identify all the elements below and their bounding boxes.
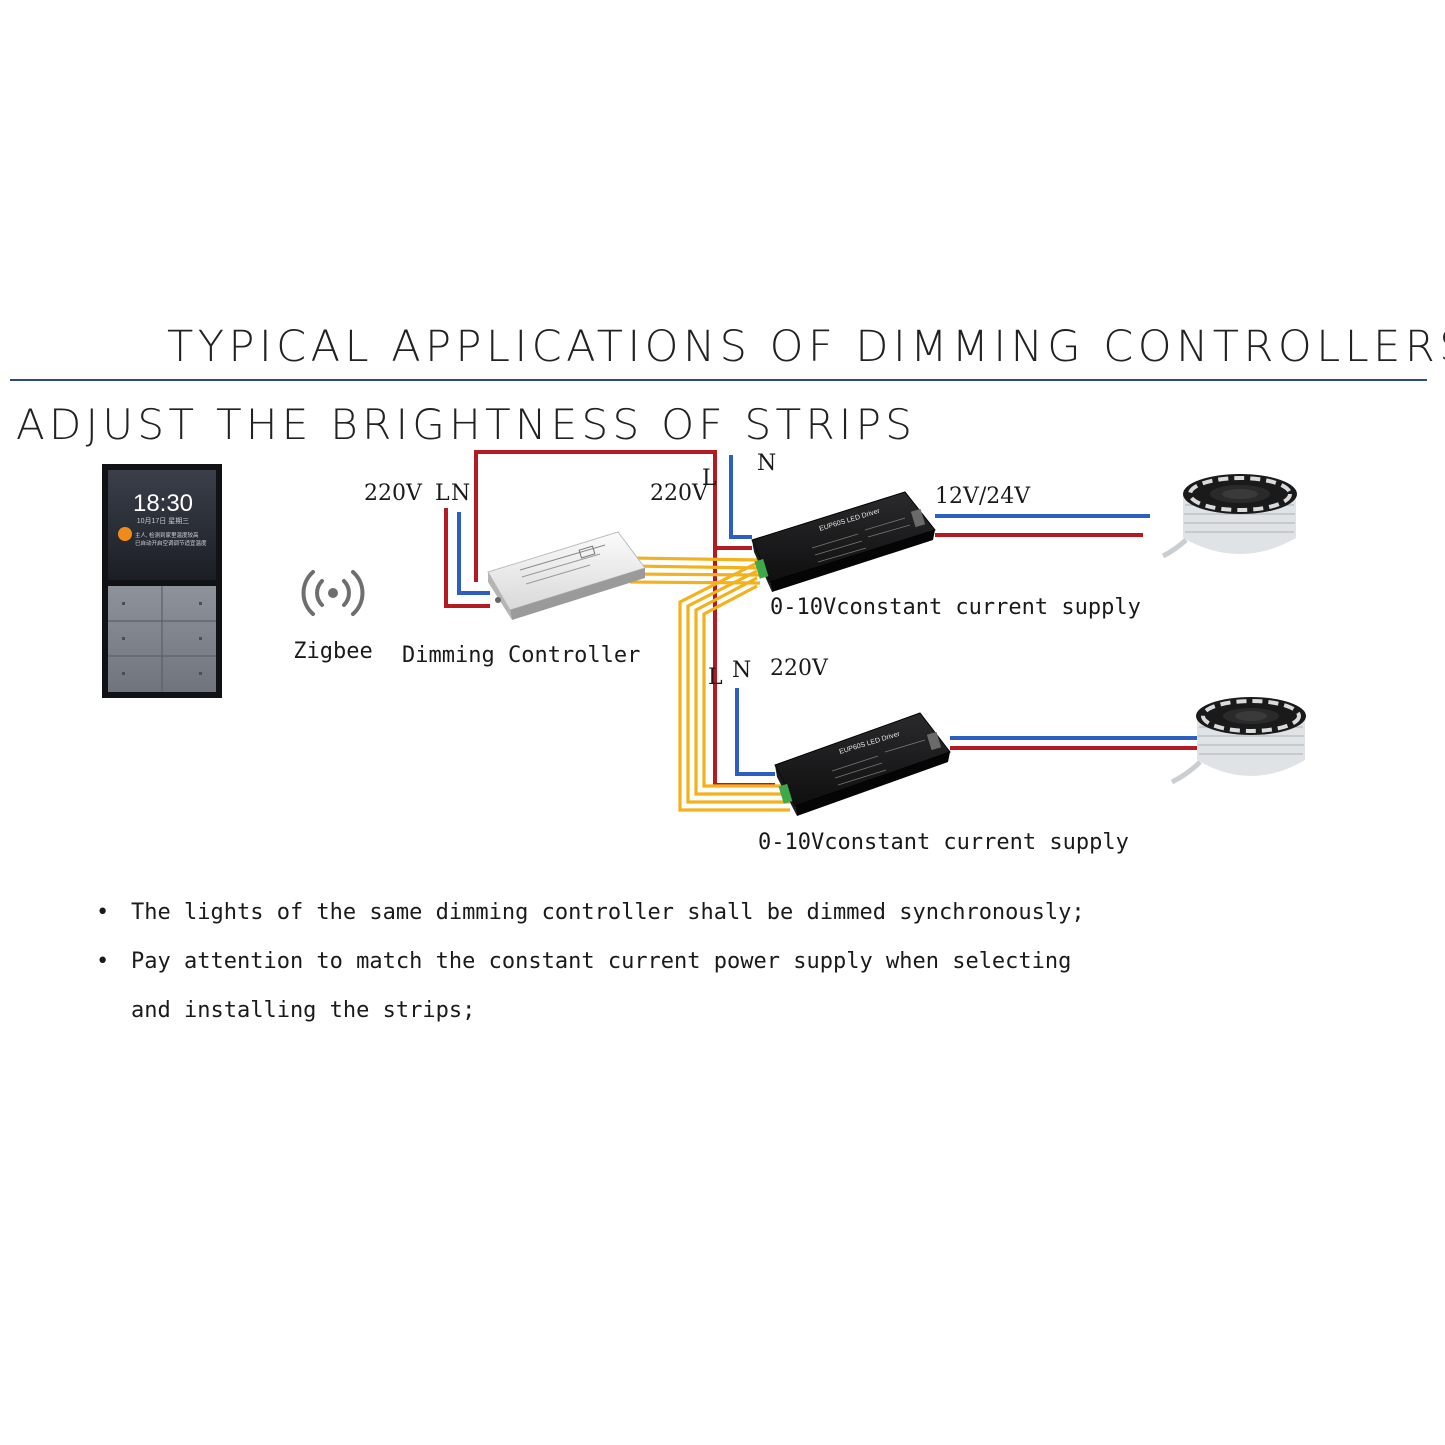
led-driver-2: EUP60S LED Driver: [774, 712, 951, 816]
note-line: and installing the strips;: [131, 998, 476, 1023]
mains-voltage-label: 220V: [650, 481, 709, 506]
signal-wire-4: [629, 580, 761, 585]
panel-time: 18:30: [133, 490, 193, 517]
panel-notice-2: 已自动开启空调调节适宜温度: [135, 539, 207, 547]
page-title: TYPICAL APPLICATIONS OF DIMMING CONTROLL…: [167, 322, 1445, 372]
bullet-icon: •: [96, 900, 110, 925]
led-strip-reel-2: [1170, 697, 1306, 785]
dimming-controller-label: Dimming Controller: [402, 643, 640, 668]
title-divider: [10, 379, 1427, 381]
signal-wire-7: [694, 576, 790, 796]
output-voltage-label: 12V/24V: [935, 484, 1031, 509]
signal-wire-8: [702, 584, 790, 788]
smart-panel: 18:30 10月17日 星期三 主人, 检测到家里温度较高 已自动开启空调调节…: [102, 464, 222, 698]
panel-screen: [108, 470, 216, 580]
led-driver-1: EUP60S LED Driver: [751, 491, 936, 592]
bullet-icon: •: [96, 949, 110, 974]
signal-wire-1: [629, 556, 761, 562]
panel-date: 10月17日 星期三: [137, 517, 190, 525]
driver2-live-label: L: [708, 665, 723, 690]
driver2-neutral-label: N: [732, 658, 751, 683]
led-strip-reel-1: [1161, 474, 1297, 559]
notes-list: • The lights of the same dimming control…: [96, 888, 1296, 1035]
notice-icon: [118, 527, 132, 541]
driver2-neutral-wire: [735, 688, 775, 776]
signal-wire-2: [629, 564, 761, 570]
signal-wire-6: [686, 569, 790, 804]
wiring: [444, 450, 1198, 787]
note-line: The lights of the same dimming controlle…: [131, 900, 1085, 925]
mains-neutral-label: N: [757, 451, 776, 476]
driver2-voltage-label: 220V: [770, 656, 829, 681]
controller-live-wire: [444, 508, 490, 608]
note-line: Pay attention to match the constant curr…: [131, 949, 1072, 974]
zigbee-label: Zigbee: [293, 639, 372, 664]
signal-wiring: [629, 556, 790, 812]
panel-notice-1: 主人, 检测到家里温度较高: [135, 531, 199, 539]
driver2-label: 0-10Vconstant current supply: [758, 830, 1129, 855]
controller-neutral-label: N: [451, 481, 470, 506]
driver1-live-wire: [474, 450, 752, 582]
mains-live-label: L: [702, 466, 717, 491]
wireless-signal-icon: [301, 570, 365, 616]
driver1-label: 0-10Vconstant current supply: [770, 595, 1141, 620]
controller-live-label: L: [435, 481, 450, 506]
note-item: • Pay attention to match the constant cu…: [96, 937, 1296, 1035]
note-item: • The lights of the same dimming control…: [96, 888, 1296, 937]
controller-neutral-wire: [457, 512, 490, 595]
signal-wire-3: [629, 572, 761, 577]
dimming-controller-device: [487, 531, 646, 620]
signal-wire-5: [678, 561, 790, 812]
controller-voltage-label: 220V: [364, 481, 423, 506]
driver1-neutral-wire: [729, 455, 752, 539]
section-title: ADJUST THE BRIGHTNESS OF STRIPS: [16, 400, 917, 449]
